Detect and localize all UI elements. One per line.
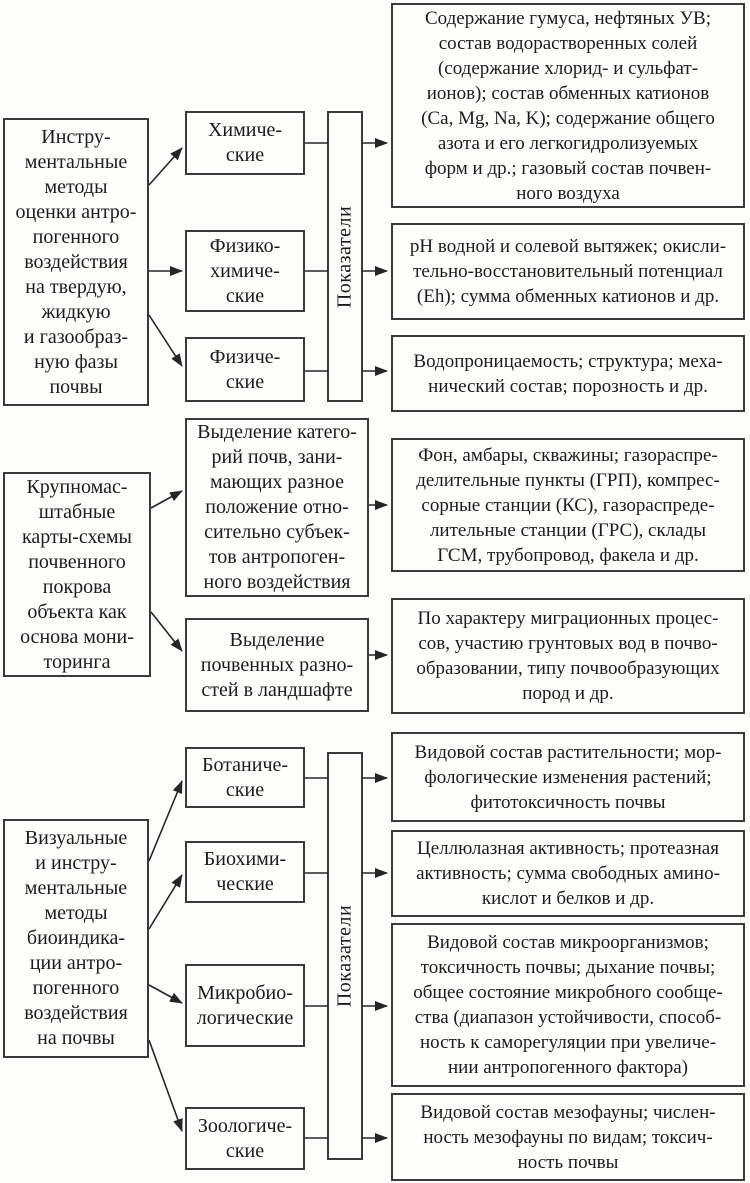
method-box-microbiological: Микробио- логические — [185, 964, 305, 1047]
indicators-box-physical: Водопроницаемость; структура; меха- ниче… — [391, 335, 745, 412]
indicators-bar-label: Показатели — [333, 205, 356, 308]
indicators-box-chemical: Содержание гумуса, нефтяных УВ; состав в… — [391, 3, 745, 208]
method-box-biochemical: Биохими- ческие — [185, 841, 305, 903]
method-box-soil-categories: Выделение катего- рий почв, зани- мающих… — [185, 418, 369, 597]
indicators-box-biochemical: Целлюлазная активность; протеазная актив… — [391, 830, 745, 917]
indicators-box-soil-varieties: По характеру миграционных процес- сов, у… — [391, 598, 745, 714]
method-box-physico-chemical: Физико- химиче- ские — [185, 230, 305, 312]
indicators-bar-label: Показатели — [333, 904, 356, 1008]
indicators-box-soil-categories: Фон, амбары, скважины; газораспре- делит… — [391, 438, 745, 572]
indicators-box-botanical: Видовой состав растительности; мор- фоло… — [391, 732, 745, 822]
source-box-large-scale-maps: Крупномас- штабные карты-схемы почвенног… — [3, 472, 151, 677]
source-box-bioindication-methods: Визуальные и инстру- ментальные методы б… — [3, 819, 149, 1058]
method-box-soil-varieties: Выделение почвенных разно- стей в ландша… — [185, 618, 369, 712]
indicators-bar-top: Показатели — [327, 111, 363, 402]
method-box-physical: Физиче- ские — [185, 337, 305, 402]
source-box-instrumental-methods: Инстру- ментальные методы оценки антро- … — [3, 118, 149, 406]
indicators-box-zoological: Видовой состав мезофауны; числен- ность … — [391, 1093, 745, 1181]
method-box-botanical: Ботаниче- ские — [185, 747, 305, 808]
indicators-box-physico-chemical: pH водной и солевой вытяжек; окисли- тел… — [391, 223, 745, 320]
indicators-box-microbiological: Видовой состав микроорганизмов; токсично… — [391, 923, 745, 1087]
method-box-chemical: Химиче- ские — [185, 111, 305, 175]
method-box-zoological: Зоологиче- ские — [185, 1107, 305, 1170]
indicators-bar-bottom: Показатели — [327, 752, 363, 1160]
